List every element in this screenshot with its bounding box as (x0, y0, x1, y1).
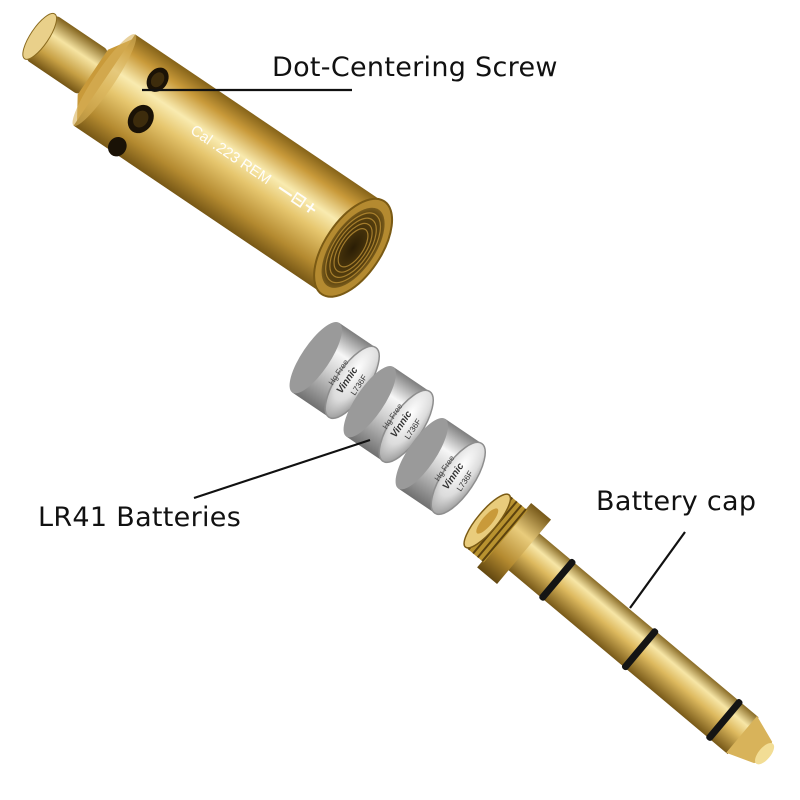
laser-body: Cal .223 REM —⊟+ (22, 12, 394, 298)
battery-cap (463, 493, 775, 765)
cap-flange (477, 502, 552, 585)
battery (343, 366, 434, 464)
threaded-bore (321, 207, 385, 288)
battery-stack: Hg Free Vinnic L736F Hg Free Vinnic L736… (289, 322, 486, 516)
battery (395, 418, 486, 516)
battery (289, 322, 380, 420)
leader-line-cap (629, 531, 686, 609)
cap-rod (505, 530, 759, 755)
leader-line-batteries (193, 438, 371, 500)
body-tube (73, 34, 384, 294)
dot-centering-screw-holes (108, 67, 169, 157)
o-rings (539, 558, 743, 741)
leader-lines (142, 88, 686, 609)
callout-battery-cap: Battery cap (596, 486, 757, 517)
callout-lr41-batteries: LR41 Batteries (38, 502, 242, 533)
callout-dot-centering-screw: Dot-Centering Screw (272, 52, 558, 83)
